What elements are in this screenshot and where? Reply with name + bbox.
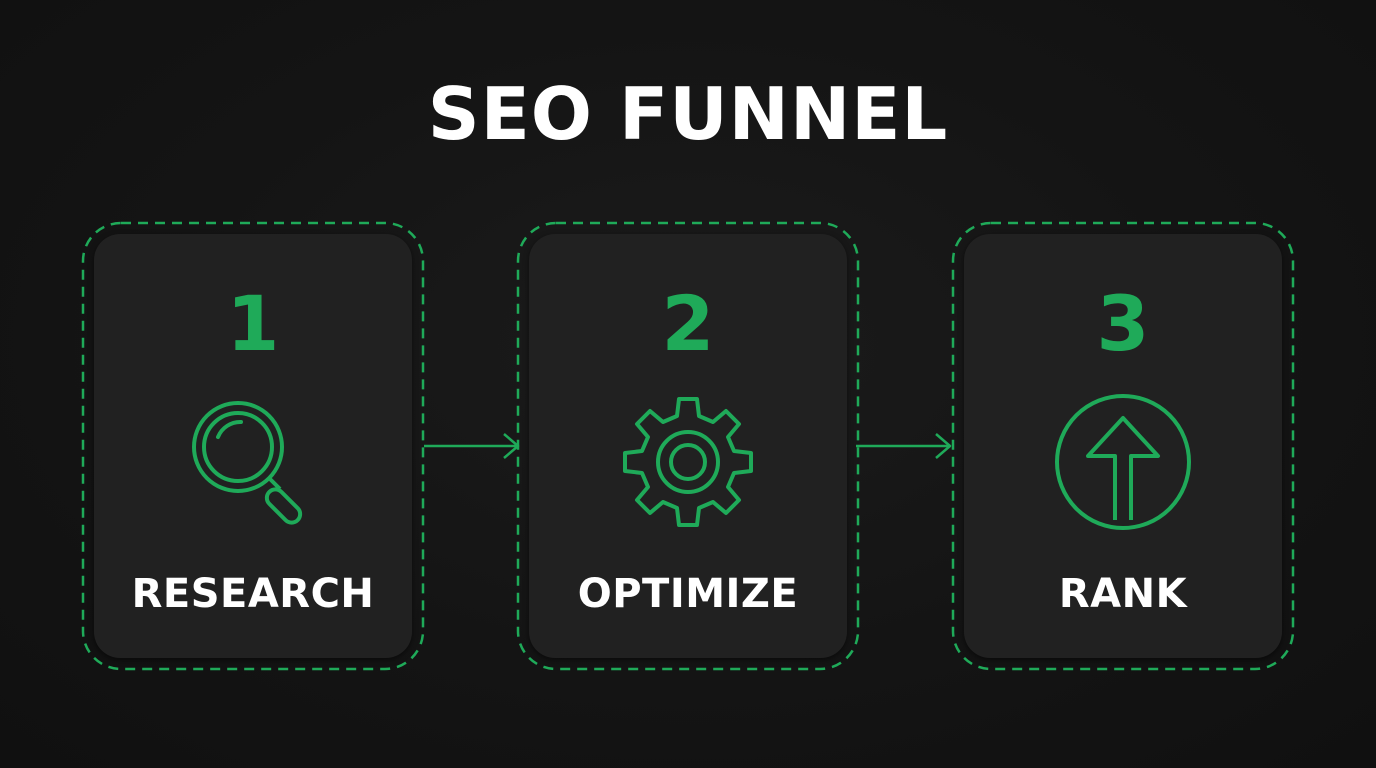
step-rank: 3 RANK — [950, 220, 1296, 672]
up-arrow-circle-icon — [1055, 394, 1191, 530]
magnifying-glass-icon — [192, 401, 303, 525]
step-label: OPTIMIZE — [577, 571, 799, 617]
step-card: 1 RESEARCH — [94, 234, 412, 658]
step-label: RESEARCH — [131, 571, 375, 617]
dashed-border — [516, 221, 860, 671]
step-card: 3 RANK — [964, 234, 1282, 658]
dashed-border — [951, 221, 1295, 671]
step-number: 1 — [226, 279, 280, 368]
flow-arrow — [856, 433, 952, 459]
step-optimize: 2 OPTIMIZE — [515, 220, 861, 672]
dashed-border — [81, 221, 425, 671]
gear-icon — [623, 397, 753, 527]
step-number: 2 — [661, 279, 715, 368]
diagram-title: SEO FUNNEL — [427, 72, 949, 156]
flow-arrow — [424, 433, 520, 459]
step-number: 3 — [1096, 279, 1150, 368]
step-research: 1 RESEARCH — [80, 220, 426, 672]
step-card: 2 OPTIMIZE — [529, 234, 847, 658]
step-label: RANK — [1058, 571, 1188, 617]
